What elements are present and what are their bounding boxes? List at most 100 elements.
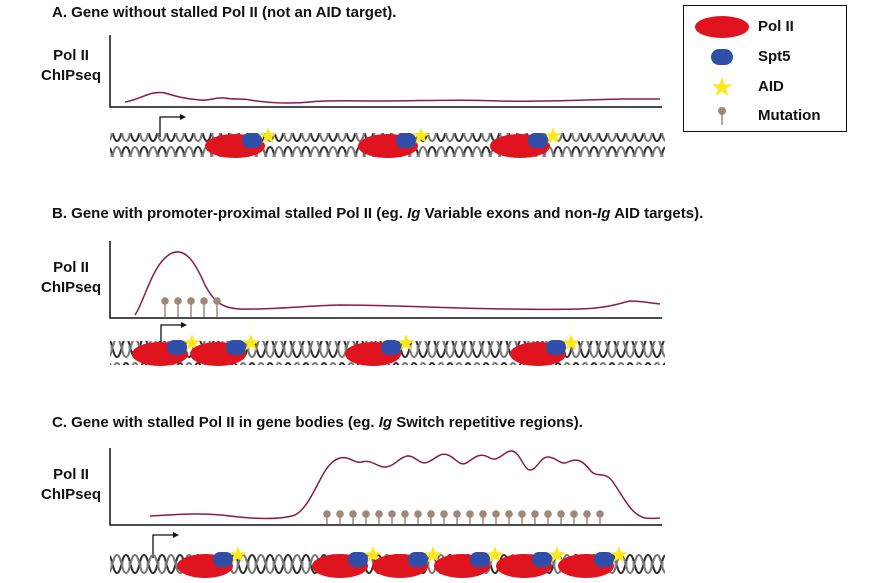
panel-b [109,241,665,366]
legend-item-aid: AID [684,74,846,100]
mutation-pin [388,510,396,524]
spt5-shape [546,340,566,355]
spt5-shape [594,552,614,567]
spt5-shape [213,552,233,567]
polymerase-complex [490,127,562,158]
spt5-icon [711,49,733,65]
aid-star [364,546,382,563]
mutation-pin [583,510,591,524]
spt5-shape [408,552,428,567]
aid-star [242,334,260,351]
mutation-pin [505,510,513,524]
panel-c-promoter-arrow [152,534,173,558]
polymerase-complex [132,334,201,366]
spt5-shape [532,552,552,567]
legend-label-mutation: Mutation [758,107,821,124]
aid-star [486,546,504,563]
polymerase-complex [345,334,415,366]
mutation-pin [362,510,370,524]
panel-b-promoter-arrowhead [181,322,187,328]
spt5-shape [167,340,187,355]
polymerase-complex [312,546,382,578]
spt5-shape [226,340,246,355]
spt5-shape [348,552,368,567]
panel-b-ylabel: Pol II ChIPseq [40,259,101,296]
mutation-pin [466,510,474,524]
aid-star [412,127,430,144]
panel-c-promoter-arrowhead [173,532,179,538]
panel-a-promoter-arrowhead [180,114,186,120]
mutation-pin [200,297,208,317]
panel-c [109,448,665,578]
polymerase-complex [434,546,504,578]
mutation-pin-icon [718,107,726,125]
polymerase-complex [372,546,442,578]
mutation-pin [427,510,435,524]
mutation-pin [557,510,565,524]
aid-star [424,546,442,563]
spt5-shape [242,133,262,148]
legend-item-mutation: Mutation [684,103,846,129]
mutation-pin [336,510,344,524]
spt5-shape [528,133,548,148]
mutation-pin [440,510,448,524]
mutation-pin [596,510,604,524]
polymerase-complex [190,334,260,366]
mutation-row [323,510,604,524]
polymerase-complex [358,127,430,158]
aid-star [544,127,562,144]
aid-star [562,334,580,351]
pol2-icon [695,16,749,38]
legend-label-spt5: Spt5 [758,48,791,65]
spt5-shape [396,133,416,148]
panel-a-axes [109,35,662,108]
mutation-pin [414,510,422,524]
panel-a-title: A. Gene without stalled Pol II (not an A… [52,4,397,21]
panel-c-title: C. Gene with stalled Pol II in gene bodi… [52,414,583,431]
mutation-pin [401,510,409,524]
panel-c-ylabel: Pol II ChIPseq [40,466,101,503]
mutation-pin [531,510,539,524]
polymerase-complex [558,546,628,578]
polymerase-complex [496,546,566,578]
panel-b-title: B. Gene with promoter-proximal stalled P… [52,205,704,222]
panel-a-chip-trace [124,91,660,104]
legend-item-spt5: Spt5 [684,44,846,70]
panel-c-chip-trace [149,450,661,520]
polymerase-complex [177,546,247,578]
mutation-cluster [161,297,221,317]
legend-item-pol2: Pol II [684,14,846,40]
panel-a-promoter-arrow [159,116,180,137]
legend-label-aid: AID [758,78,784,95]
aid-star [397,334,415,351]
legend-label-pol2: Pol II [758,18,794,35]
panel-a-ylabel: Pol II ChIPseq [40,47,101,84]
spt5-shape [470,552,490,567]
panel-a [109,35,665,158]
mutation-pin [518,510,526,524]
mutation-pin [213,297,221,317]
mutation-pin [492,510,500,524]
mutation-pin [479,510,487,524]
mutation-pin [174,297,182,317]
panel-c-axes [109,448,662,526]
panel-b-axes [109,241,662,319]
aid-star [183,334,201,351]
panel-b-promoter-arrow [160,324,181,344]
mutation-pin [375,510,383,524]
spt5-shape [381,340,401,355]
mutation-pin [544,510,552,524]
legend-box: Pol II Spt5 AID Mutation [683,5,847,132]
aid-star [229,546,247,563]
panel-b-chip-trace [134,251,661,316]
polymerase-complex [205,127,277,158]
aid-star [259,127,277,144]
mutation-pin [570,510,578,524]
mutation-pin [323,510,331,524]
mutation-pin [187,297,195,317]
mutation-pin [161,297,169,317]
mutation-pin [349,510,357,524]
mutation-pin [453,510,461,524]
polymerase-complex [510,334,580,366]
